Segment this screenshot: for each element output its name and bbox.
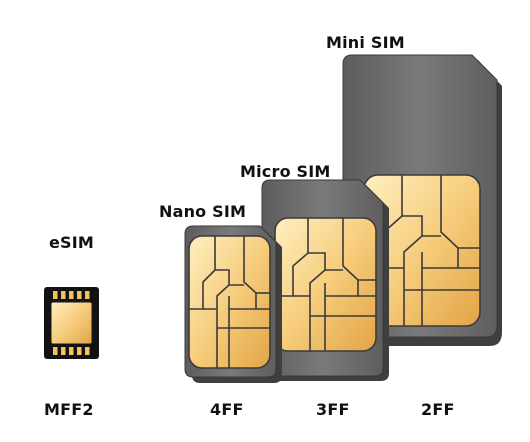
mini-sim-chip	[363, 174, 481, 327]
mini-sim-title: Mini SIM	[326, 33, 405, 52]
nano-sim-card-icon	[184, 225, 282, 383]
nano-sim-title: Nano SIM	[159, 202, 247, 221]
micro-sim-chip	[274, 217, 377, 352]
2ff-label: 2FF	[421, 400, 455, 419]
esim-title: eSIM	[49, 233, 95, 252]
3ff-label: 3FF	[316, 400, 350, 419]
nano-sim-chip	[188, 235, 271, 369]
4ff-label: 4FF	[210, 400, 244, 419]
esim-chip-icon	[44, 287, 99, 359]
micro-sim-title: Micro SIM	[240, 162, 331, 181]
mff2-label: MFF2	[44, 400, 94, 419]
micro-sim-card-icon	[261, 179, 389, 381]
